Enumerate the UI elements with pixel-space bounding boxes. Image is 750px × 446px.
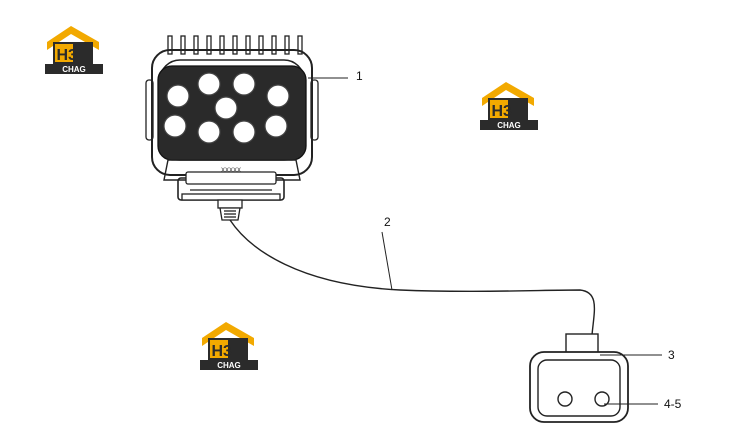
watermark-letters: H3 bbox=[492, 103, 513, 120]
led-array bbox=[163, 72, 290, 144]
house-logo-icon: H3 CHAG bbox=[480, 82, 538, 130]
connector bbox=[529, 333, 629, 423]
work-lamp bbox=[145, 35, 319, 221]
connector-pin-hole bbox=[594, 391, 610, 407]
callout-1: 1 bbox=[356, 69, 363, 83]
watermark-logo: H3 CHAG bbox=[196, 320, 262, 370]
callout-2: 2 bbox=[384, 215, 391, 229]
watermark-caption: CHAG bbox=[217, 361, 241, 370]
callout-3: 3 bbox=[668, 348, 675, 362]
leader-lines bbox=[308, 77, 662, 405]
watermark-logo: H3 CHAG bbox=[41, 24, 107, 74]
callout-4-5: 4-5 bbox=[664, 397, 682, 411]
watermark-logo: H3 CHAG bbox=[476, 80, 542, 130]
house-logo-icon: H3 CHAG bbox=[200, 322, 258, 370]
watermark-letters: H3 bbox=[57, 47, 78, 64]
watermark-caption: CHAG bbox=[497, 121, 521, 130]
heat-sink-fins bbox=[167, 35, 303, 55]
house-logo-icon: H3 CHAG bbox=[45, 26, 103, 74]
cable bbox=[229, 219, 596, 336]
connector-pin-hole bbox=[557, 391, 573, 407]
watermark-caption: CHAG bbox=[62, 65, 86, 74]
watermark-letters: H3 bbox=[212, 343, 233, 360]
